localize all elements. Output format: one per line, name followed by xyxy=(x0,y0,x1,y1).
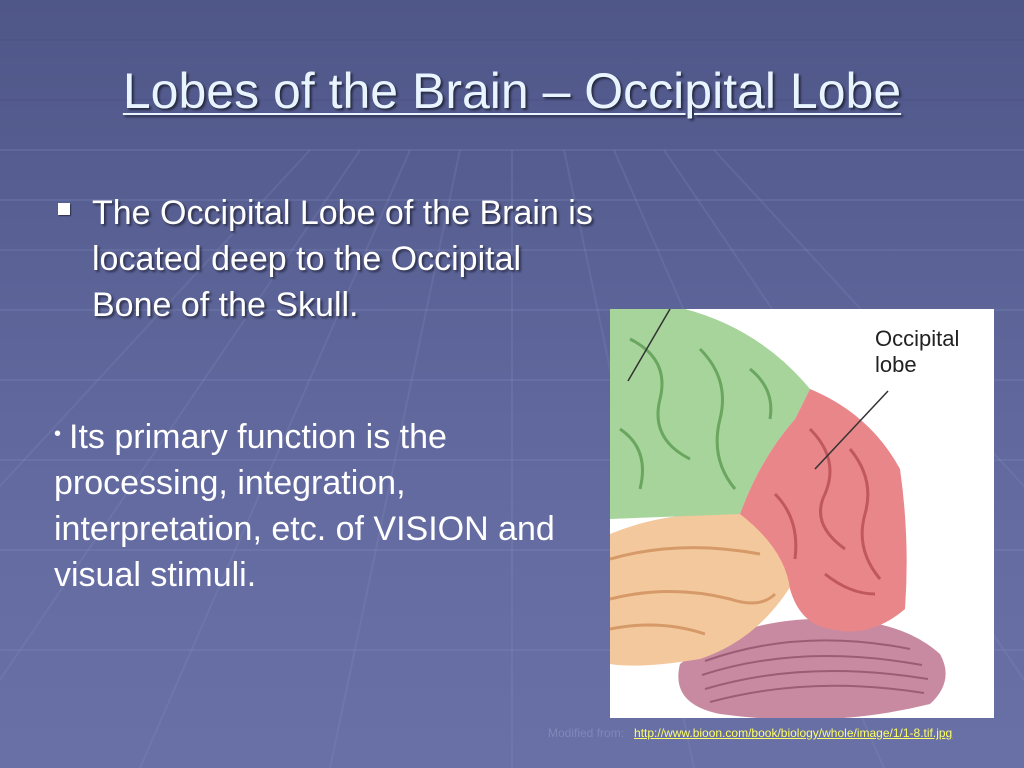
occipital-lobe-label: Occipital lobe xyxy=(875,326,960,377)
temporal-lobe-folds xyxy=(610,546,777,636)
main-bullet: The Occipital Lobe of the Brain is locat… xyxy=(58,190,598,328)
parietal-lobe-region xyxy=(610,309,810,519)
sub-bullet-text: Its primary function is the processing, … xyxy=(54,418,555,594)
brain-illustration: Occipital lobe xyxy=(610,309,994,718)
main-bullet-text: The Occipital Lobe of the Brain is locat… xyxy=(92,194,593,324)
credit-prefix: Modified from: xyxy=(548,726,625,740)
sub-bullet: •Its primary function is the processing,… xyxy=(54,411,584,598)
occipital-lobe-folds xyxy=(773,427,882,596)
source-credit: Modified from: http://www.bioon.com/book/… xyxy=(548,725,988,741)
source-link[interactable]: http://www.bioon.com/book/biology/whole/… xyxy=(634,726,953,740)
top-leader-line xyxy=(627,309,671,382)
occipital-lobe-region xyxy=(740,389,907,632)
brain-drawing xyxy=(610,309,946,718)
parietal-lobe-folds xyxy=(619,337,773,490)
dot-bullet-icon: • xyxy=(54,423,62,445)
slide-title: Lobes of the Brain – Occipital Lobe xyxy=(122,63,902,119)
square-bullet-icon xyxy=(58,203,70,215)
occipital-leader-line xyxy=(814,390,889,470)
cerebellum-folds xyxy=(701,639,929,703)
